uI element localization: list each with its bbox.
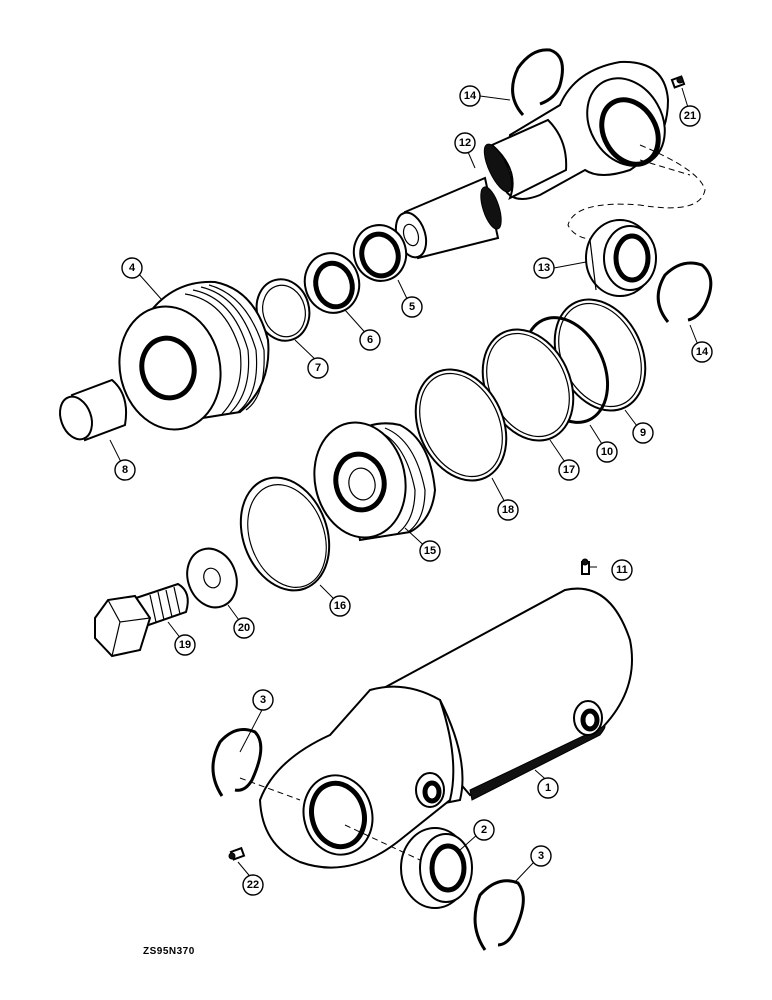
svg-text:19: 19: [179, 639, 191, 651]
svg-text:5: 5: [409, 301, 415, 313]
wear-ring-16: [239, 476, 331, 592]
clevis-end: [258, 685, 455, 869]
callout-12: 12: [454, 132, 476, 154]
svg-text:6: 6: [367, 334, 373, 346]
svg-text:20: 20: [238, 622, 250, 634]
rod-wiper: [303, 252, 361, 314]
callout-21: 21: [679, 105, 701, 127]
callout-19: 19: [174, 634, 196, 656]
svg-text:11: 11: [616, 564, 628, 576]
svg-text:2: 2: [481, 824, 487, 836]
rod-end-eye: [483, 60, 706, 241]
svg-text:10: 10: [601, 446, 613, 458]
ball-joint-bearing-upper: [585, 219, 657, 297]
assembly-line-upper: [639, 159, 691, 176]
svg-text:15: 15: [424, 545, 436, 557]
svg-text:7: 7: [315, 362, 321, 374]
snap-ring-lower: [473, 879, 525, 951]
callout-6: 6: [359, 329, 381, 351]
grease-fitting-upper: [670, 75, 686, 89]
callout-3-lower: 3: [530, 845, 552, 867]
callout-9: 9: [632, 422, 654, 444]
svg-text:21: 21: [684, 110, 696, 122]
svg-text:14: 14: [464, 90, 477, 102]
ball-joint-bearing-lower: [400, 827, 473, 909]
rod-seal: [352, 224, 408, 282]
callout-18: 18: [497, 499, 519, 521]
svg-text:3: 3: [538, 850, 544, 862]
svg-text:22: 22: [247, 879, 259, 891]
svg-text:14: 14: [696, 346, 709, 358]
bushing: [59, 378, 128, 442]
ring-18: [414, 368, 508, 482]
callout-14-upper: 14: [459, 85, 481, 107]
callout-22: 22: [242, 874, 264, 896]
callout-1: 1: [537, 777, 559, 799]
svg-text:12: 12: [459, 137, 471, 149]
piston: [313, 421, 437, 542]
svg-text:17: 17: [563, 464, 575, 476]
grease-fitting-22: [228, 846, 246, 861]
callout-20: 20: [233, 617, 255, 639]
snap-ring-upper: [511, 48, 564, 117]
svg-text:4: 4: [129, 262, 136, 274]
piston-rod: [394, 176, 502, 260]
svg-text:3: 3: [260, 694, 266, 706]
snap-ring-right: [656, 261, 713, 323]
callout-17: 17: [558, 459, 580, 481]
callout-15: 15: [419, 540, 441, 562]
grease-fitting-11: [581, 558, 590, 575]
callout-5: 5: [401, 296, 423, 318]
washer: [186, 547, 238, 609]
callout-3-upper: 3: [252, 689, 274, 711]
figure-code: ZS95N370: [143, 946, 195, 957]
callout-2: 2: [473, 819, 495, 841]
svg-text:16: 16: [334, 600, 346, 612]
callout-13: 13: [533, 257, 555, 279]
svg-text:18: 18: [502, 504, 514, 516]
assembly-line-lower: [239, 777, 421, 861]
callout-14-right: 14: [691, 341, 713, 363]
gland: [118, 280, 270, 431]
callout-11: 11: [611, 559, 633, 581]
callout-4: 4: [121, 257, 143, 279]
callout-8: 8: [114, 459, 136, 481]
snap-ring-left: [211, 728, 263, 797]
svg-text:9: 9: [640, 427, 646, 439]
callout-7: 7: [307, 357, 329, 379]
cap-screw: [94, 582, 189, 658]
svg-text:8: 8: [122, 464, 128, 476]
svg-text:1: 1: [545, 782, 551, 794]
callout-10: 10: [596, 441, 618, 463]
callout-16: 16: [329, 595, 351, 617]
svg-text:13: 13: [538, 262, 550, 274]
